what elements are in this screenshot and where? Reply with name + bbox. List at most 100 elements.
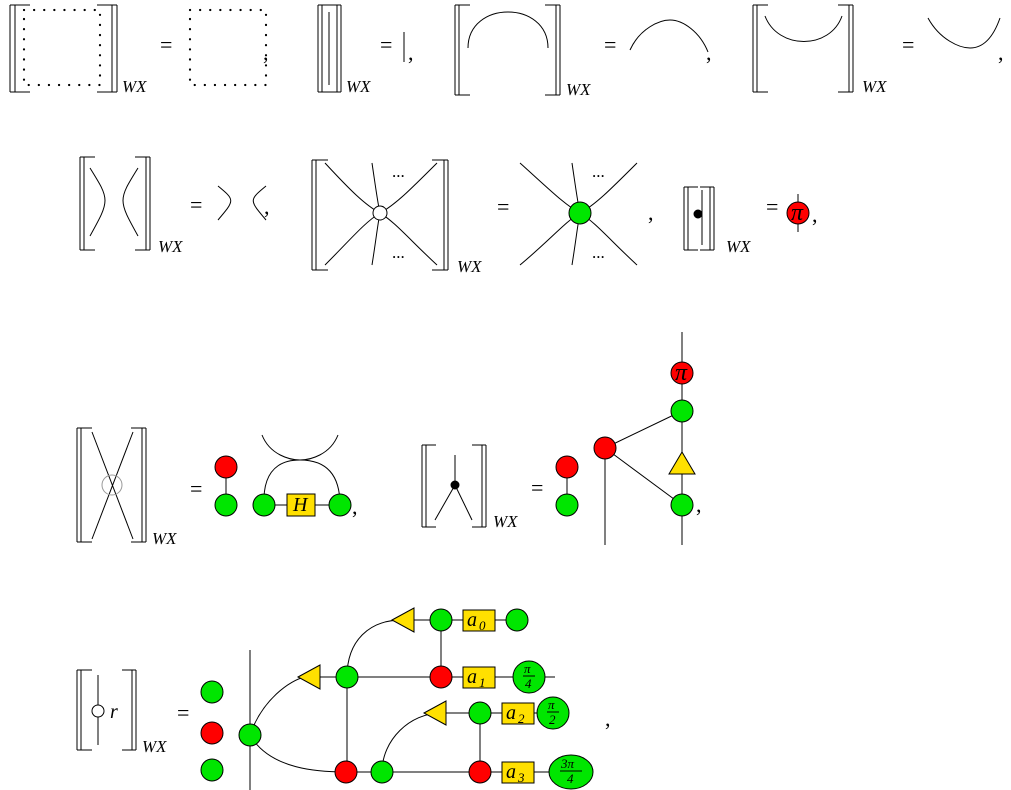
svg-text:=: = bbox=[604, 32, 616, 57]
svg-text:WX: WX bbox=[493, 512, 518, 531]
black-node-icon bbox=[693, 209, 703, 219]
cap-semantics: WX = , bbox=[454, 4, 712, 99]
green-spider-icon bbox=[200, 680, 224, 704]
fork-semantics: WX = π , bbox=[421, 332, 702, 545]
svg-text:WX: WX bbox=[566, 80, 591, 99]
svg-text:,: , bbox=[812, 202, 818, 227]
svg-text:=: = bbox=[190, 192, 202, 217]
triangle-icon bbox=[390, 607, 415, 633]
svg-text:=: = bbox=[766, 194, 778, 219]
svg-text:4: 4 bbox=[567, 771, 574, 786]
green-spider-icon bbox=[370, 760, 394, 784]
green-spider-icon bbox=[555, 493, 579, 517]
green-phase-spider-icon bbox=[548, 754, 594, 790]
empty-diagram-semantics: WX = , bbox=[9, 4, 269, 96]
phase-box-a2-icon bbox=[501, 702, 535, 725]
red-spider-icon bbox=[429, 665, 453, 689]
hadamard-box-icon bbox=[286, 493, 316, 517]
triangle-icon bbox=[668, 451, 696, 475]
svg-text:,: , bbox=[648, 200, 654, 225]
svg-text:=: = bbox=[177, 700, 189, 725]
svg-text:=: = bbox=[531, 475, 543, 500]
phase-box-a1-icon bbox=[462, 666, 496, 689]
triangle-icon bbox=[296, 664, 321, 690]
svg-text:WX: WX bbox=[862, 77, 887, 96]
svg-text:π: π bbox=[675, 360, 688, 386]
svg-text:,: , bbox=[263, 40, 269, 65]
svg-text:...: ... bbox=[392, 162, 405, 181]
svg-text:=: = bbox=[902, 32, 914, 57]
svg-text:WX: WX bbox=[726, 237, 751, 256]
svg-text:,: , bbox=[408, 40, 414, 65]
green-spider-icon bbox=[670, 493, 694, 517]
svg-text:WX: WX bbox=[346, 77, 371, 96]
svg-text:WX: WX bbox=[152, 529, 177, 548]
svg-text:π: π bbox=[524, 661, 531, 676]
red-pi-spider-icon bbox=[786, 201, 810, 225]
svg-text:,: , bbox=[264, 194, 270, 219]
green-spider-icon bbox=[238, 723, 262, 747]
crossing-semantics: WX = H , bbox=[76, 427, 358, 548]
green-spider-icon bbox=[252, 493, 276, 517]
svg-text:π: π bbox=[791, 200, 804, 226]
equals-sign: = bbox=[160, 32, 172, 57]
green-spider-icon bbox=[335, 665, 359, 689]
green-spider-icon bbox=[328, 493, 352, 517]
svg-text:,: , bbox=[605, 706, 611, 731]
svg-text:...: ... bbox=[592, 243, 605, 262]
phase-box-a0-icon bbox=[462, 609, 496, 632]
green-spider-icon bbox=[214, 493, 238, 517]
triangle-icon bbox=[422, 700, 447, 726]
green-spider-icon bbox=[429, 608, 453, 632]
swap-semantics: WX = , bbox=[79, 156, 270, 256]
wx-subscript: WX bbox=[122, 77, 147, 96]
svg-text:WX: WX bbox=[158, 237, 183, 256]
red-spider-icon bbox=[468, 760, 492, 784]
green-spider-icon bbox=[200, 758, 224, 782]
red-spider-icon bbox=[593, 436, 617, 460]
black-dot-semantics: WX = π , bbox=[683, 186, 818, 256]
svg-text:3: 3 bbox=[517, 770, 525, 785]
white-spider-semantics: ... ... WX = ... ... , bbox=[311, 159, 654, 276]
svg-text:WX: WX bbox=[457, 257, 482, 276]
svg-text:WX: WX bbox=[142, 737, 167, 756]
svg-text:H: H bbox=[292, 494, 309, 516]
svg-text:,: , bbox=[696, 492, 702, 517]
green-phase-spider-icon bbox=[512, 660, 546, 694]
red-spider-icon bbox=[555, 455, 579, 479]
svg-text:3π: 3π bbox=[560, 756, 575, 771]
identity-wire-semantics: WX = , bbox=[317, 4, 414, 96]
svg-text:,: , bbox=[998, 40, 1004, 65]
red-spider-icon bbox=[214, 455, 238, 479]
svg-text:...: ... bbox=[592, 162, 605, 181]
svg-text:2: 2 bbox=[518, 711, 525, 726]
green-phase-spider-icon bbox=[536, 696, 570, 730]
red-spider-icon bbox=[334, 760, 358, 784]
red-spider-icon bbox=[200, 721, 224, 745]
white-node-icon bbox=[91, 704, 105, 718]
green-spider-icon bbox=[670, 399, 694, 423]
green-spider-icon bbox=[468, 701, 492, 725]
green-spider-icon bbox=[505, 608, 529, 632]
r-box-semantics: r WX = bbox=[76, 607, 611, 790]
svg-text:2: 2 bbox=[549, 712, 556, 727]
svg-text:π: π bbox=[548, 697, 555, 712]
svg-text:=: = bbox=[497, 194, 509, 219]
svg-text:=: = bbox=[380, 32, 392, 57]
svg-text:a: a bbox=[506, 761, 516, 783]
svg-text:0: 0 bbox=[479, 618, 486, 633]
white-node-icon bbox=[372, 205, 388, 221]
svg-text:,: , bbox=[352, 494, 358, 519]
cup-semantics: WX = , bbox=[752, 4, 1004, 96]
svg-text:...: ... bbox=[392, 243, 405, 262]
svg-text:=: = bbox=[190, 476, 202, 501]
phase-box-a3-icon bbox=[501, 761, 535, 784]
svg-text:a: a bbox=[467, 666, 477, 688]
svg-text:a: a bbox=[467, 609, 477, 631]
red-pi-spider-icon bbox=[670, 361, 694, 385]
svg-text:1: 1 bbox=[479, 675, 486, 690]
black-node-icon bbox=[450, 480, 460, 490]
svg-text:a: a bbox=[506, 702, 516, 724]
svg-text:r: r bbox=[110, 701, 118, 723]
green-spider-icon bbox=[568, 201, 592, 225]
